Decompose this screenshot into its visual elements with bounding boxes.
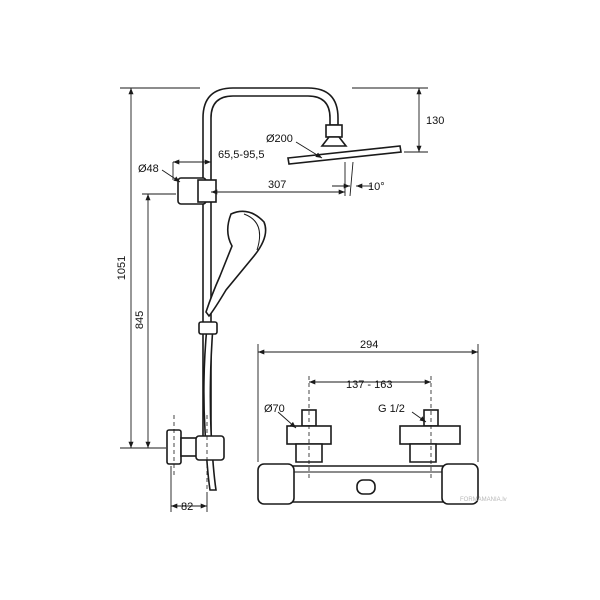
watermark: FORMAMANIA.lv [460, 497, 507, 503]
overhead-shower-head [287, 145, 402, 165]
angle-line-tilt [349, 161, 354, 197]
label-inlet-centres: 137 - 163 [346, 379, 392, 391]
outlet-port [356, 479, 376, 495]
shower-column-side-view [166, 87, 402, 491]
label-tilt-angle: 10° [368, 181, 385, 193]
side-view-dimensions: 1051 845 130 Ø200 65,5-95,5 Ø48 307 10° [116, 87, 444, 513]
leader-head-diameter [295, 141, 323, 159]
hose-nut [198, 321, 218, 335]
right-escutcheon [399, 425, 461, 445]
hose [203, 325, 217, 491]
right-connector [409, 443, 437, 463]
label-valve-width: 294 [360, 339, 378, 351]
leader-escutcheon-diameter [277, 411, 297, 429]
label-wall-offset: 82 [181, 501, 193, 513]
label-thread-size: G 1/2 [378, 403, 405, 415]
right-handle [441, 463, 479, 505]
thermostatic-valve-front-view [257, 376, 479, 505]
leader-holder-diameter [161, 169, 181, 183]
head-joint [320, 136, 348, 147]
hand-shower [205, 210, 267, 318]
label-head-diameter: Ø200 [266, 133, 293, 145]
leader-thread-size [411, 411, 427, 423]
bar-base [195, 435, 225, 461]
label-holder-diameter: Ø48 [138, 163, 159, 175]
label-head-drop: 130 [426, 115, 444, 127]
label-bar-height: 845 [134, 311, 146, 329]
left-handle [257, 463, 295, 505]
label-escutcheon-diameter: Ø70 [264, 403, 285, 415]
label-total-height: 1051 [116, 256, 128, 280]
label-adjust-range: 65,5-95,5 [218, 149, 264, 161]
hand-shower-face [243, 213, 261, 251]
label-arm-reach: 307 [268, 179, 286, 191]
head-connector [325, 124, 343, 138]
slide-holder-clamp [197, 179, 217, 203]
front-view-dimensions: 294 137 - 163 Ø70 G 1/2 [257, 339, 479, 462]
